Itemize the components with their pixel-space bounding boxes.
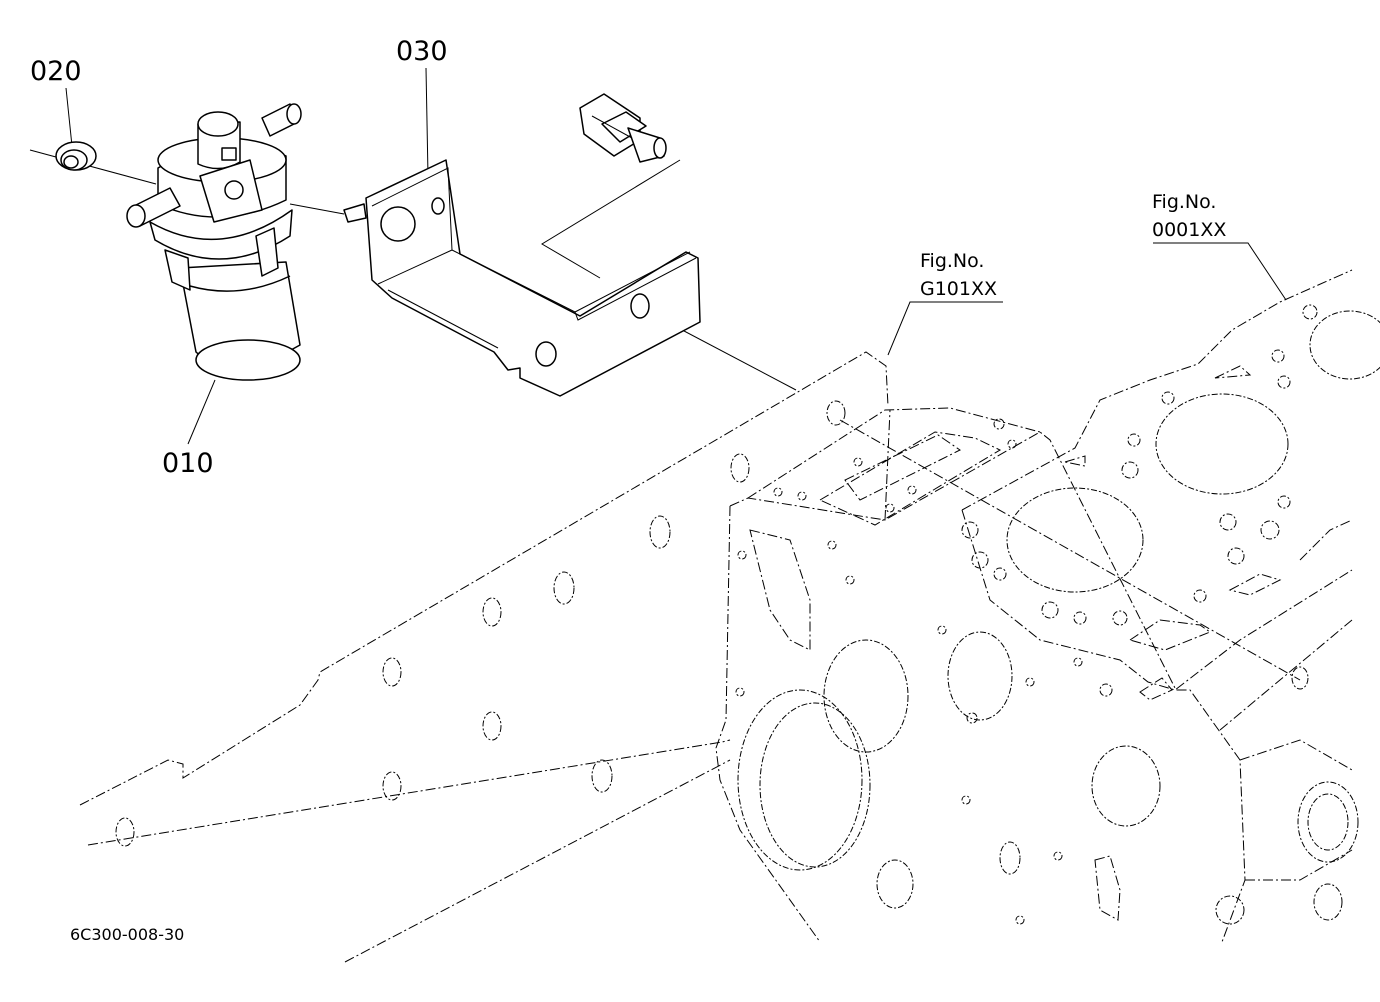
callout-020: 020 <box>30 56 82 87</box>
part-010-fuel-filter <box>126 103 302 381</box>
mounting-axis-line <box>839 419 1301 681</box>
hose-connector <box>579 93 667 163</box>
callout-010: 010 <box>162 448 214 479</box>
part-030-bracket <box>343 159 701 397</box>
fig-ref-engine-block-line1: Fig.No. <box>920 250 984 272</box>
fig-ref-engine-block-line2: G101XX <box>920 278 997 300</box>
drawing-code: 6C300-008-30 <box>70 925 184 944</box>
part-020-washer <box>55 141 97 171</box>
block-mounting-hole <box>1291 666 1309 690</box>
callout-030: 030 <box>396 36 448 67</box>
cylinder-head-gasket <box>961 269 1380 701</box>
fig-ref-cylinder-head-line1: Fig.No. <box>1152 191 1216 213</box>
fig-ref-cylinder-head-line2: 0001XX <box>1152 219 1226 241</box>
engine-block <box>79 351 1359 963</box>
